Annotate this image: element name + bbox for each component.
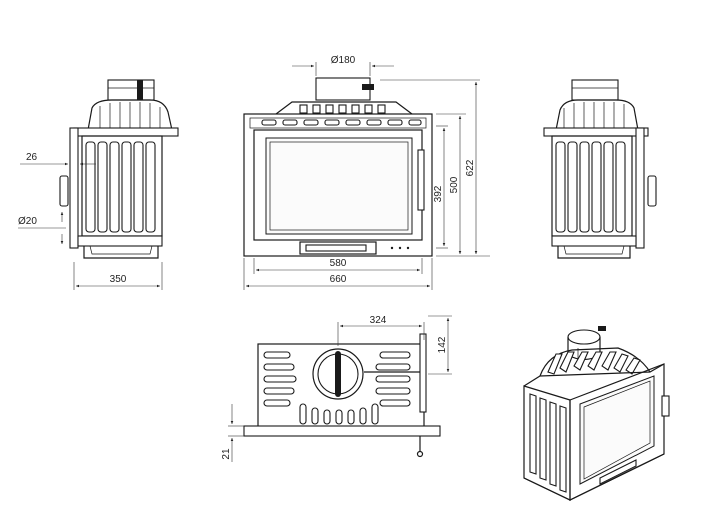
dim-height-glass: 392	[433, 185, 444, 202]
dim-depth-total: 350	[110, 274, 127, 285]
dim-side-pipe-diameter: Ø20	[18, 216, 37, 227]
front-view	[243, 77, 433, 257]
side-view-right	[543, 79, 657, 259]
dim-height-total: 622	[465, 159, 476, 176]
dim-top-lip: 21	[221, 448, 232, 460]
dim-top-depth: 142	[437, 336, 448, 353]
side-view-left	[59, 79, 179, 259]
isometric-view	[523, 326, 670, 501]
dim-height-body: 500	[449, 176, 460, 193]
dim-flue-diameter: Ø180	[331, 55, 356, 66]
dim-width-glass: 580	[330, 258, 347, 269]
top-dimensions: 324 142 21	[221, 315, 452, 462]
dim-top-offset: 324	[370, 315, 387, 326]
top-view	[243, 333, 441, 458]
front-dimensions: Ø180 392 500 622 580 660	[243, 55, 490, 290]
side-left-dimensions: 350 26 Ø20	[18, 152, 163, 290]
dim-width-total: 660	[330, 274, 347, 285]
dim-side-offset: 26	[26, 152, 38, 163]
